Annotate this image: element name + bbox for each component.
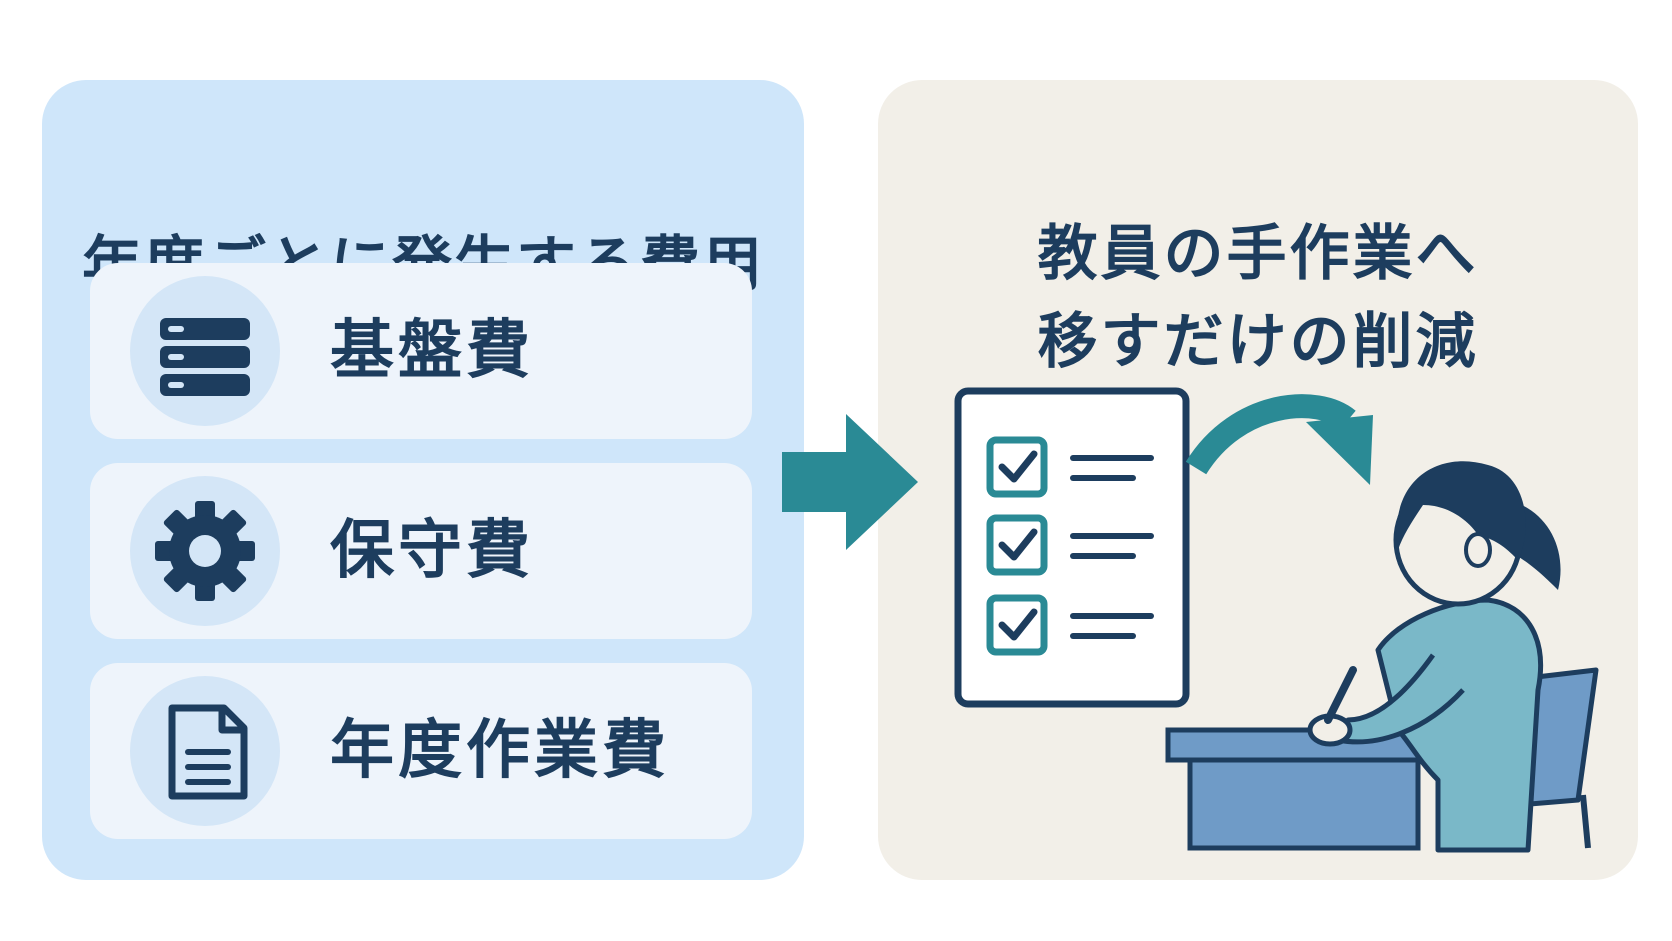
annual-costs-panel: 年度ごとに発生する費用 基盤費 [42, 80, 804, 880]
gear-icon [130, 476, 280, 626]
server-icon [130, 276, 280, 426]
reduction-title-line1: 教員の手作業へ [1037, 219, 1479, 289]
cost-item-label: 保守費 [330, 514, 534, 588]
person-icon [1307, 461, 1561, 853]
checklist-icon [954, 387, 1190, 708]
desk-icon [1165, 727, 1441, 851]
transfer-arrow-icon [782, 414, 918, 550]
cost-item-label: 基盤費 [330, 314, 534, 388]
teacher-illustration [954, 387, 1599, 853]
cost-item-maintenance: 保守費 [90, 463, 752, 639]
cost-item-annual-work: 年度作業費 [90, 663, 752, 839]
reduction-title-line2: 移すだけの削減 [1037, 307, 1479, 377]
reduction-title: 教員の手作業へ 移すだけの削減 [878, 210, 1638, 386]
cost-item-infrastructure: 基盤費 [90, 263, 752, 439]
document-icon [130, 676, 280, 826]
curved-arrow-icon [1185, 394, 1373, 485]
cost-item-label: 年度作業費 [330, 714, 670, 788]
